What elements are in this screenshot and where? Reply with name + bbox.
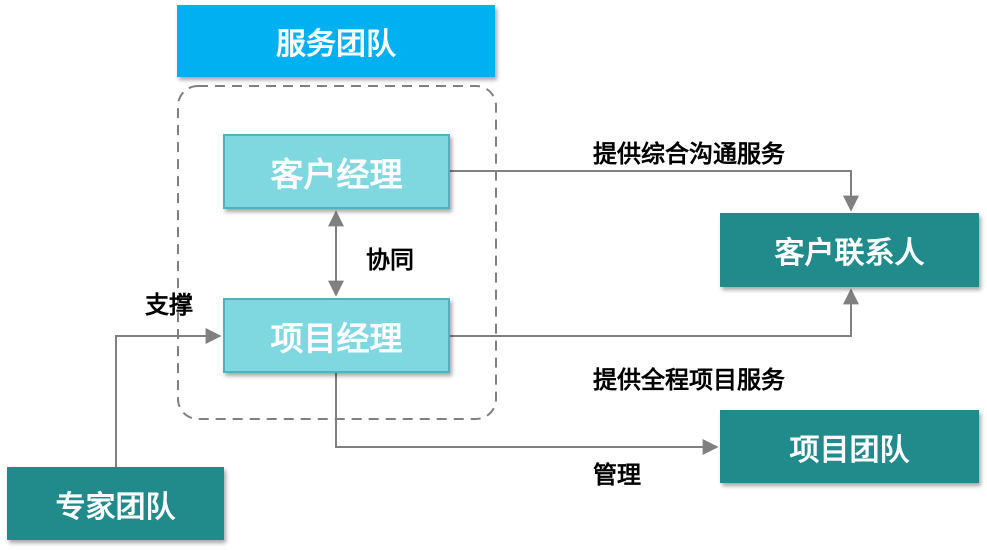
label-manage: 管理 — [593, 461, 641, 489]
project-team-box: 项目团队 — [720, 410, 979, 483]
expert-team-box: 专家团队 — [7, 467, 224, 540]
label-collaborate: 协同 — [366, 246, 414, 274]
project-manager-box: 项目经理 — [223, 298, 450, 373]
label-full-process-service: 提供全程项目服务 — [593, 366, 785, 394]
label-comprehensive-communication: 提供综合沟通服务 — [593, 140, 785, 168]
arrow-am-to-contact — [450, 170, 859, 212]
arrow-expert-to-pm — [115, 328, 222, 467]
arrow-pm-to-contact — [450, 288, 859, 337]
label-support: 支撑 — [145, 291, 193, 319]
arrow-pm-to-projteam — [335, 373, 719, 455]
customer-contact-box: 客户联系人 — [720, 213, 979, 287]
service-team-box: 服务团队 — [177, 5, 495, 77]
account-manager-box: 客户经理 — [223, 134, 450, 209]
